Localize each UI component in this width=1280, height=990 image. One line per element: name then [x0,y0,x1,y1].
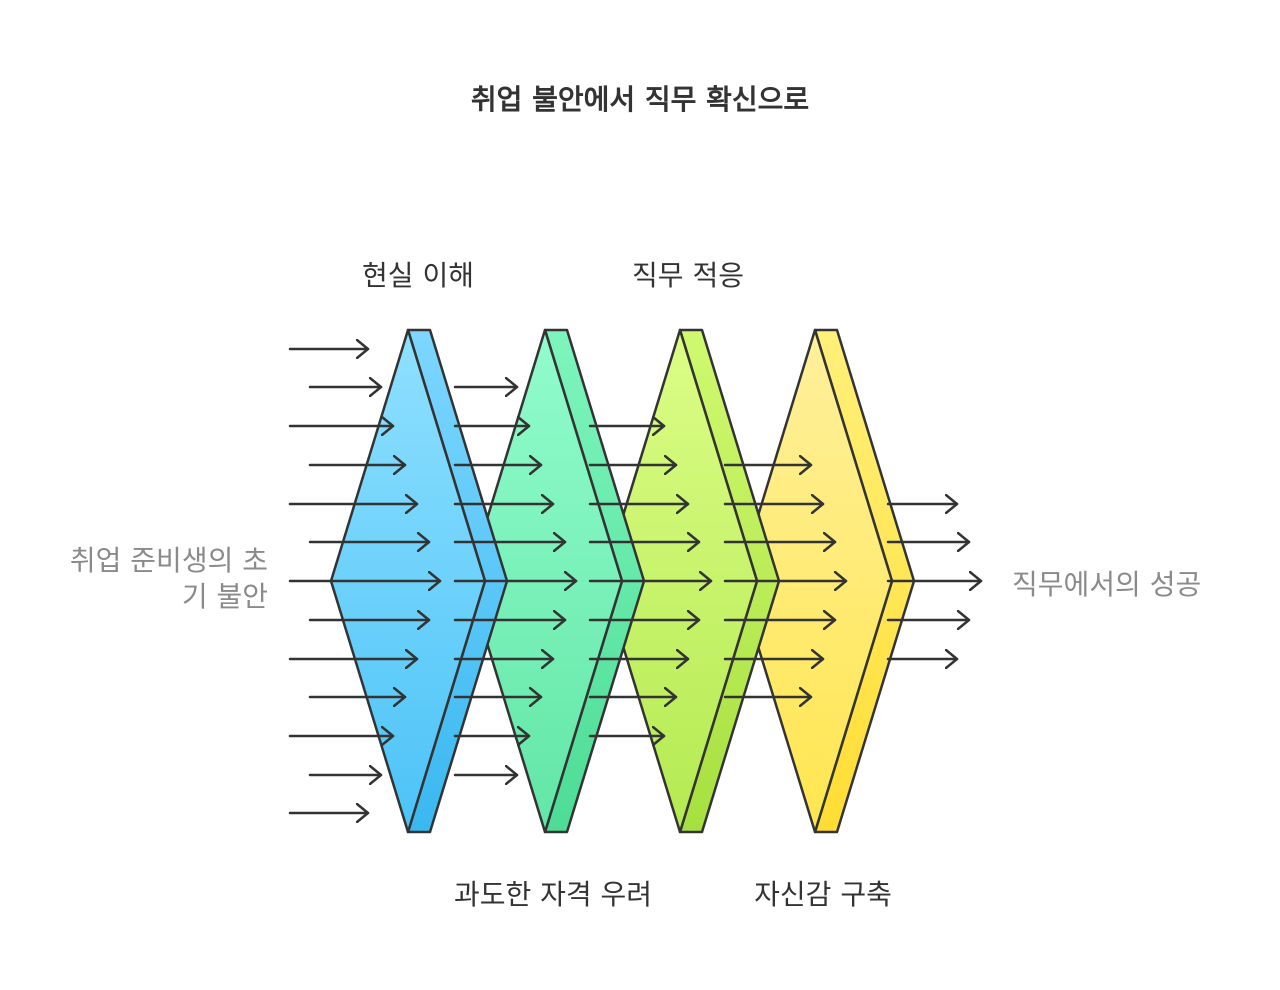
end-label: 직무에서의 성공 [1012,568,1202,601]
start-label-line-2: 기 불안 [181,580,268,613]
diagram-title: 취업 불안에서 직무 확신으로 [470,83,810,116]
stage-label-3: 직무 적응 [632,259,744,292]
stage-label-2: 과도한 자격 우려 [453,878,653,911]
start-label: 취업 준비생의 초 기 불안 [18,543,268,615]
start-label-line-1: 취업 준비생의 초 [69,544,268,577]
stage-label-4: 자신감 구축 [754,878,892,911]
stage-label-1: 현실 이해 [362,259,474,292]
